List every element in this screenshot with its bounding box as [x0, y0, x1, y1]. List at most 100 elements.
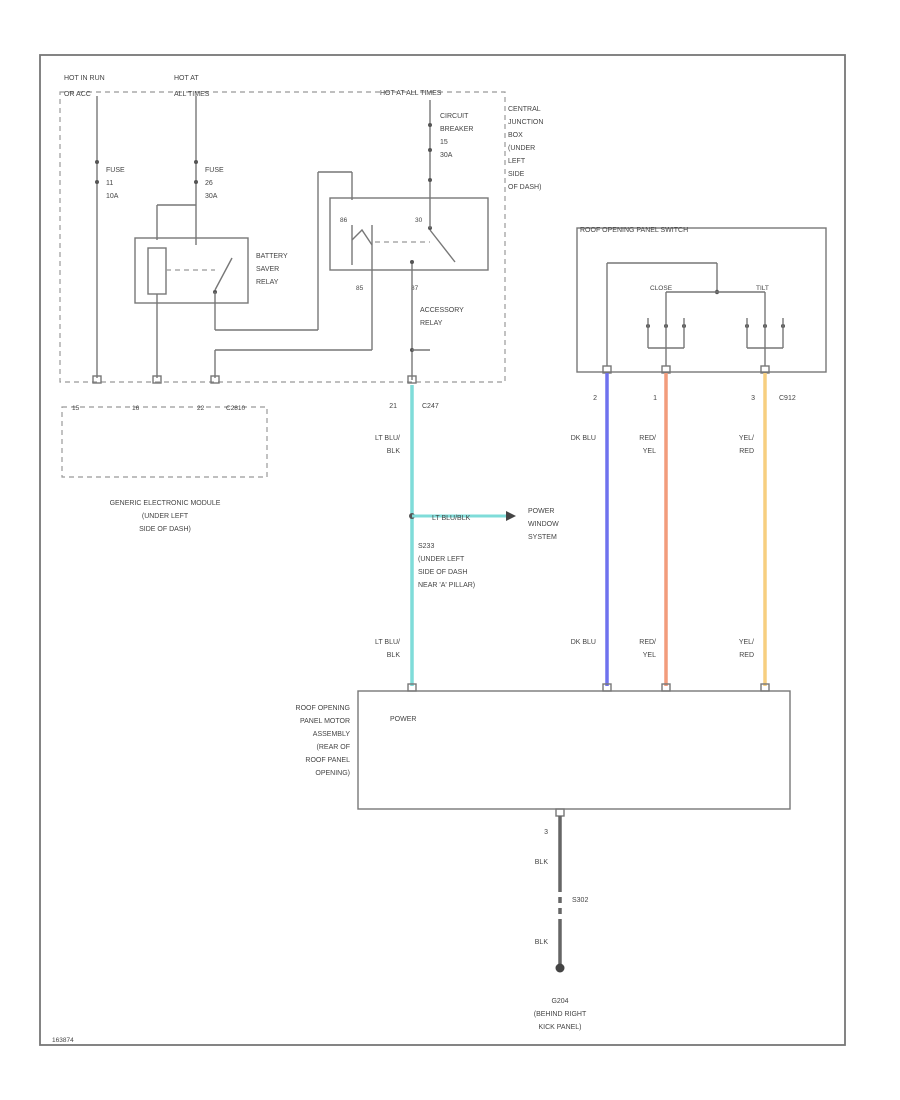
breaker-rating: 30A: [440, 152, 453, 159]
roof-motor-box: [357, 690, 791, 810]
gem-pin-label: 15: [72, 405, 80, 412]
motor-name-4: (REAR OF: [317, 744, 350, 751]
bsr-switch-arm: [214, 257, 233, 291]
gem-module-outline: [61, 406, 268, 478]
figure-code: 163874: [52, 1037, 74, 1044]
wire-dk-blu-label: DK BLU: [571, 435, 596, 442]
cjb-label-5: LEFT: [508, 158, 526, 165]
hot-aux-label-2: ALL TIMES: [174, 91, 210, 98]
gem-pin-label-3: 22: [197, 405, 205, 412]
gem-pin-22: [210, 375, 220, 384]
battery-saver-relay-box: [134, 237, 249, 304]
hot-aux-label: HOT AT: [174, 75, 199, 82]
splice-destination: POWER: [528, 508, 554, 515]
connector-c247-pin: 21: [389, 403, 397, 410]
wire-lt-blu-label: LT BLU/: [375, 435, 400, 442]
motor-name-6: OPENING): [315, 770, 350, 777]
cjb-label-3: BOX: [508, 132, 523, 139]
fuse1-contact-2: [95, 180, 99, 184]
motor-name-3: ASSEMBLY: [313, 731, 351, 738]
accessory-relay-label: ACCESSORY: [420, 307, 464, 314]
ground-pin-label: 3: [544, 829, 548, 836]
gem-label-2: (UNDER LEFT: [142, 513, 189, 520]
fuse2-rating: 30A: [205, 193, 218, 200]
breaker-contact-3: [428, 178, 432, 182]
cjb-label-7: OF DASH): [508, 184, 541, 191]
hot-in-run-label-2: OR ACC: [64, 91, 91, 98]
breaker-label: CIRCUIT: [440, 113, 469, 120]
switch-pin-label: 2: [593, 395, 597, 402]
fuse2-contact-2: [194, 180, 198, 184]
cjb-label-4: (UNDER: [508, 145, 535, 152]
gem-pin-16: [152, 375, 162, 384]
wire-yel-red-label-4: RED: [739, 652, 754, 659]
switch-pin-label-2: 1: [653, 395, 657, 402]
wire-yel-red-label: YEL/: [739, 435, 754, 442]
hot-in-run-label: HOT IN RUN: [64, 75, 105, 82]
ground-symbol-icon: [555, 963, 565, 973]
switch-tilt-label: TILT: [756, 285, 769, 292]
wire-yel-red-label-3: YEL/: [739, 639, 754, 646]
motor-name-2: PANEL MOTOR: [300, 718, 350, 725]
splice-wire-label: LT BLU/BLK: [432, 515, 471, 522]
relay-pin-30: 30: [415, 217, 423, 224]
breaker-number: 15: [440, 139, 448, 146]
fuse1-label: FUSE: [106, 167, 125, 174]
roof-switch-title: ROOF OPENING PANEL SWITCH: [580, 227, 688, 234]
wire-red-yel-label-2: YEL: [643, 448, 656, 455]
motor-name-5: ROOF PANEL: [305, 757, 350, 764]
splice-name-4: NEAR 'A' PILLAR): [418, 582, 475, 589]
gem-label: GENERIC ELECTRONIC MODULE: [110, 500, 221, 507]
wire-red-yel-label: RED/: [639, 435, 656, 442]
gem-connector-label: C2810: [226, 405, 246, 412]
accessory-relay-box: [329, 197, 489, 271]
breaker-contact-2: [428, 148, 432, 152]
splice-destination-3: SYSTEM: [528, 534, 557, 541]
ground-wire-label-2: BLK: [535, 939, 549, 946]
central-junction-box-outline: [59, 91, 506, 383]
roof-switch-box: [576, 227, 827, 373]
fuse2-number: 26: [205, 180, 213, 187]
diagram-border: [39, 54, 846, 1046]
fuse2-label: FUSE: [205, 167, 224, 174]
wire-red-yel-label-4: YEL: [643, 652, 656, 659]
wire-lt-blu-label-2: BLK: [387, 448, 401, 455]
cjb-label: CENTRAL: [508, 106, 541, 113]
wire-red-yel-label-3: RED/: [639, 639, 656, 646]
bsr-coil: [147, 247, 167, 295]
switch-pin-label-3: 3: [751, 395, 755, 402]
switch-connector-label: C912: [779, 395, 796, 402]
wire-yel-red-label-2: RED: [739, 448, 754, 455]
motor-name: ROOF OPENING: [296, 705, 350, 712]
gem-pin-label-2: 16: [132, 405, 140, 412]
splice-name: S233: [418, 543, 434, 550]
fuse1-rating: 10A: [106, 193, 119, 200]
battery-saver-relay-label: BATTERY: [256, 253, 288, 260]
fuse2-contact: [194, 160, 198, 164]
battery-saver-relay-label-3: RELAY: [256, 279, 279, 286]
splice-destination-2: WINDOW: [528, 521, 559, 528]
breaker-label-2: BREAKER: [440, 126, 473, 133]
ground-name-3: KICK PANEL): [538, 1024, 581, 1031]
splice-arrow-icon: [506, 511, 516, 521]
hot-timer-label: HOT AT ALL TIMES: [380, 90, 442, 97]
acc-relay-switch-arm: [429, 229, 456, 263]
splice-name-3: SIDE OF DASH: [418, 569, 467, 576]
ground-name-2: (BEHIND RIGHT: [534, 1011, 587, 1018]
acc-relay-output-dot: [410, 260, 414, 264]
fuse1-number: 11: [106, 180, 113, 187]
gem-label-3: SIDE OF DASH): [139, 526, 191, 533]
relay-pin-87: 87: [411, 285, 419, 292]
cjb-label-6: SIDE: [508, 171, 525, 178]
acc-relay-coil: [351, 228, 373, 246]
switch-tilt-contacts: [745, 310, 785, 366]
fuse1-contact: [95, 160, 99, 164]
ground-splice-label: S302: [572, 897, 588, 904]
accessory-relay-label-2: RELAY: [420, 320, 443, 327]
battery-saver-relay-label-2: SAVER: [256, 266, 279, 273]
gem-pin-21: [407, 375, 417, 384]
relay-pin-85: 85: [356, 285, 364, 292]
ground-name: G204: [551, 998, 568, 1005]
motor-power-label: POWER: [390, 716, 416, 723]
